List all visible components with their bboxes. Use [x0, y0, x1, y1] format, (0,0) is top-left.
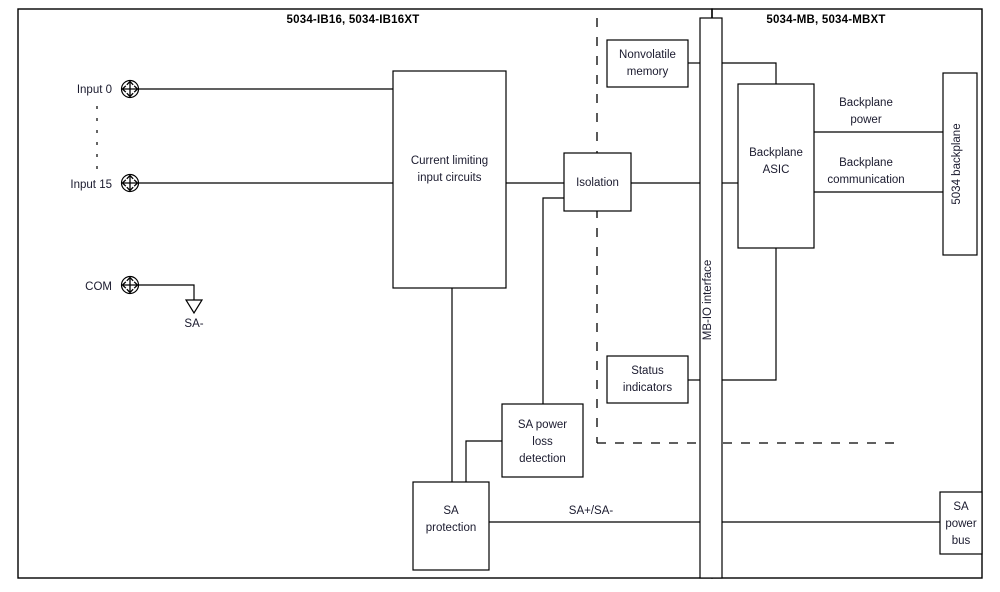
- wire-asic-to-mb-io-bottom: [722, 248, 777, 381]
- block-label-current-limiting-line1: Current limiting: [411, 155, 488, 167]
- module-frame-ib16: [17, 8, 713, 579]
- block-label-sa-power-loss-line1: SA power: [518, 419, 567, 431]
- title-ib16: 5034-IB16, 5034-IB16XT: [287, 14, 420, 26]
- block-label-backplane-asic-line1: Backplane: [749, 147, 803, 159]
- wire-label-sa-minus: SA-: [184, 318, 203, 330]
- wire-label-backplane-comm-line1: Backplane: [839, 157, 893, 169]
- block-label-nonvolatile-line2: memory: [627, 66, 669, 78]
- block-label-sa-power-bus-line1: SA: [953, 501, 969, 513]
- block-label-sa-protection-line2: protection: [426, 522, 477, 534]
- block-5034-backplane: [942, 72, 978, 256]
- block-label-5034-backplane: 5034 backplane: [951, 123, 963, 204]
- wire-com-to-sa-minus: [138, 284, 195, 300]
- screw-terminal-icon-input15: [120, 173, 140, 193]
- block-label-status-line2: indicators: [623, 382, 672, 394]
- block-sa-power-loss-detection: [501, 403, 584, 478]
- block-nonvolatile-memory: [606, 39, 689, 88]
- block-label-isolation: Isolation: [576, 177, 619, 189]
- block-label-backplane-asic-line2: ASIC: [763, 164, 790, 176]
- block-backplane-asic: [737, 83, 815, 249]
- wire-label-backplane-power-line2: power: [850, 114, 881, 126]
- terminal-label-input15: Input 15: [70, 179, 112, 191]
- block-label-sa-power-loss-line3: detection: [519, 453, 566, 465]
- block-isolation: [563, 152, 632, 212]
- block-sa-power-bus: [939, 491, 983, 555]
- wire-mb-io-to-asic-top: [722, 62, 777, 84]
- title-mb: 5034-MB, 5034-MBXT: [766, 14, 885, 26]
- block-current-limiting-input-circuits: [392, 70, 507, 289]
- terminal-label-com: COM: [85, 281, 112, 293]
- block-label-sa-power-bus-line3: bus: [952, 535, 971, 547]
- wire-isolation-to-sa-power-loss: [542, 197, 564, 404]
- terminal-label-input0: Input 0: [77, 84, 112, 96]
- block-label-mb-io-interface: MB-IO interface: [702, 260, 714, 341]
- block-label-current-limiting-line2: input circuits: [418, 172, 482, 184]
- screw-terminal-icon-input0: [120, 79, 140, 99]
- block-label-sa-protection-line1: SA: [443, 505, 459, 517]
- wire-sa-power-loss-to-sa-protection: [465, 440, 502, 482]
- sa-minus-arrow-icon: [184, 299, 204, 315]
- block-status-indicators: [606, 355, 689, 404]
- block-label-status-line1: Status: [631, 365, 664, 377]
- wire-label-sa-plus-minus: SA+/SA-: [569, 505, 614, 517]
- block-label-nonvolatile-line1: Nonvolatile: [619, 49, 676, 61]
- block-label-sa-power-bus-line2: power: [945, 518, 976, 530]
- wire-label-backplane-power-line1: Backplane: [839, 97, 893, 109]
- wire-label-backplane-comm-line2: communication: [827, 174, 904, 186]
- screw-terminal-icon-com: [120, 275, 140, 295]
- block-sa-protection: [412, 481, 490, 571]
- block-label-sa-power-loss-line2: loss: [532, 436, 553, 448]
- block-mb-io-interface: [699, 17, 723, 579]
